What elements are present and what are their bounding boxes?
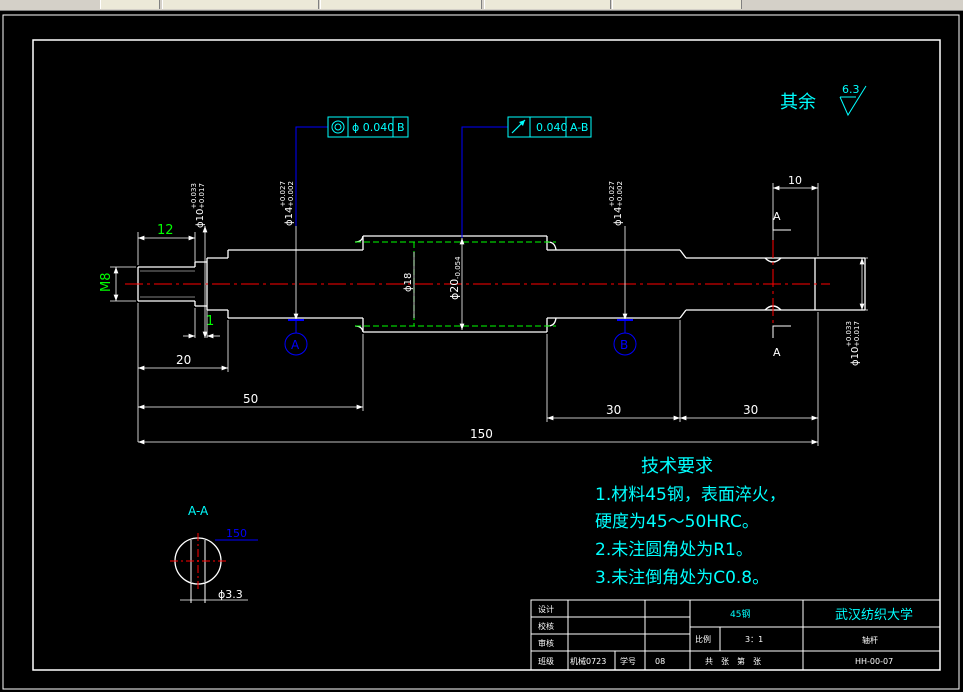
section-cut-marks [772,218,791,338]
dim-50: 50 [243,392,258,406]
tb-scale-label: 比例 [695,634,711,644]
tech-line-3: 2.未注圆角处为R1。 [595,540,753,560]
dim-phi14-left-upper: +0.027 [279,181,287,207]
tb-material: 45钢 [730,608,750,620]
section-title: A-A [188,504,209,518]
tb-class-value: 机械0723 [570,656,606,666]
tb-student-no: 学号 [620,656,636,666]
dim-phi20: ϕ20 [448,279,461,300]
document-tab-2[interactable] [320,0,482,9]
roughness-symbol [839,85,867,117]
section-mark-bottom: A [773,346,781,359]
datum-a-label: A [291,338,300,352]
dim-phi10-right-upper: +0.033 [845,321,853,347]
fcf1-datum: B [397,121,405,134]
section-angle: 150 [226,527,247,540]
dim-phi14-right-upper: +0.027 [608,181,616,207]
fcf1-value: ϕ 0.040 [352,121,394,134]
outer-border [2,14,960,690]
toolbar-icons[interactable] [100,0,160,9]
tb-school: 武汉纺织大学 [835,607,913,623]
tech-line-4: 3.未注倒角处为C0.8。 [595,568,769,588]
fcf2-value: 0.040 [536,121,568,134]
datum-b: B [613,319,637,356]
dim-20: 20 [176,353,191,367]
dim-phi10-left-lower: +0.017 [198,183,206,209]
dim-phi14-right: ϕ14 [613,207,624,226]
runout-frame: 0.040 A-B [461,116,592,238]
tech-title: 技术要求 [641,456,713,477]
tech-line-2: 硬度为45～50HRC。 [595,512,759,532]
dim-phi10-right: ϕ10 [850,347,861,366]
center-line [125,240,830,330]
fcf2-datum: A-B [570,121,588,134]
concentricity-frame: ϕ 0.040 B [295,116,409,226]
concentricity-icon [331,120,345,134]
dim-phi14-left-lower: +0.002 [287,181,295,207]
dimension-lines [110,183,868,446]
tb-sheets: 共 张 第 张 [705,656,761,666]
dim-phi20-tol: -0.054 [454,256,462,279]
tb-design: 设计 [538,604,554,614]
inner-frame [32,39,941,671]
runout-icon [511,119,526,134]
roughness-label: 其余 [780,92,816,113]
datum-b-label: B [620,338,628,352]
tb-student-value: 08 [655,657,665,666]
document-tab-4[interactable] [612,0,742,9]
dim-phi10-left: ϕ10 [195,209,206,228]
dim-phi10-right-lower: +0.017 [853,321,861,347]
window-tab-bar [0,0,963,11]
title-block [530,599,941,671]
dim-30-b: 30 [743,403,758,417]
tb-review: 审核 [538,638,554,648]
dim-phi14-left: ϕ14 [284,207,295,226]
tb-code: HH-00-07 [855,657,893,666]
dim-1: 1 [206,314,214,329]
section-hole: ϕ3.3 [218,588,243,601]
dim-phi18: ϕ18 [403,273,414,292]
tech-line-1: 1.材料45钢，表面淬火， [595,485,786,505]
tb-class: 班级 [538,656,554,666]
section-view [170,533,258,603]
dim-30-a: 30 [606,403,621,417]
dim-phi10-left-upper: +0.033 [190,183,198,209]
document-tab-1[interactable] [162,0,319,9]
thread-lines [140,270,195,298]
dim-150: 150 [470,427,493,441]
cad-drawing-canvas[interactable]: 12 M8 1 20 50 30 30 150 10 ϕ10 +0.033 +0… [0,11,963,692]
roughness-value: 6.3 [842,83,860,96]
dim-10: 10 [788,174,802,187]
tb-check: 校核 [538,621,554,631]
dim-m8: M8 [99,273,114,293]
tb-scale-value: 3：1 [745,635,763,644]
tb-part: 轴杆 [862,635,878,645]
shaft-outline [137,235,866,333]
dim-12: 12 [157,223,174,238]
datum-a: A [284,319,308,356]
section-mark-top: A [773,210,781,223]
document-tab-3[interactable] [484,0,611,9]
dim-phi14-right-lower: +0.002 [616,181,624,207]
